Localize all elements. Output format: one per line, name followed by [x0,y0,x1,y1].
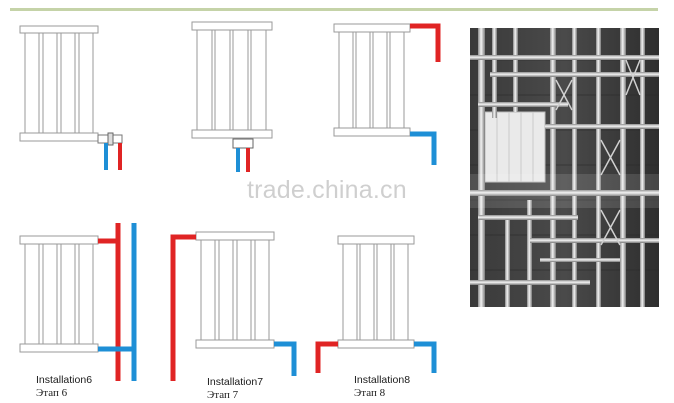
radiator-installation-7 [195,231,275,349]
caption-ru: Этап 7 [207,389,239,401]
caption-en: Installation8 [354,374,411,386]
caption-installation-8: Installation8 Этап 8 [354,374,410,400]
pipes-installation-1 [97,132,123,170]
radiator-installation-6 [19,235,99,353]
pipes-installation-3 [410,23,441,165]
caption-ru: Этап 6 [36,387,68,399]
pipe-installation-photo [470,28,659,307]
radiator-installation-8 [337,235,415,349]
radiator-installation-2 [191,21,273,139]
pipes-installation-2 [232,138,254,172]
caption-en: Installation7 [207,376,264,388]
pipes-installation-8 [315,341,437,373]
caption-ru: Этап 8 [354,387,386,399]
pipes-installation-6 [98,223,137,381]
radiator-installation-3 [333,23,411,137]
radiator-installation-1 [19,25,99,142]
pipes-installation-7 [170,234,297,381]
top-rule [10,8,658,11]
caption-installation-7: Installation7 Этап 7 [207,376,263,402]
caption-installation-6: Installation6 Этап 6 [36,374,92,400]
watermark-text: trade.china.cn [247,176,407,204]
caption-en: Installation6 [36,374,93,386]
